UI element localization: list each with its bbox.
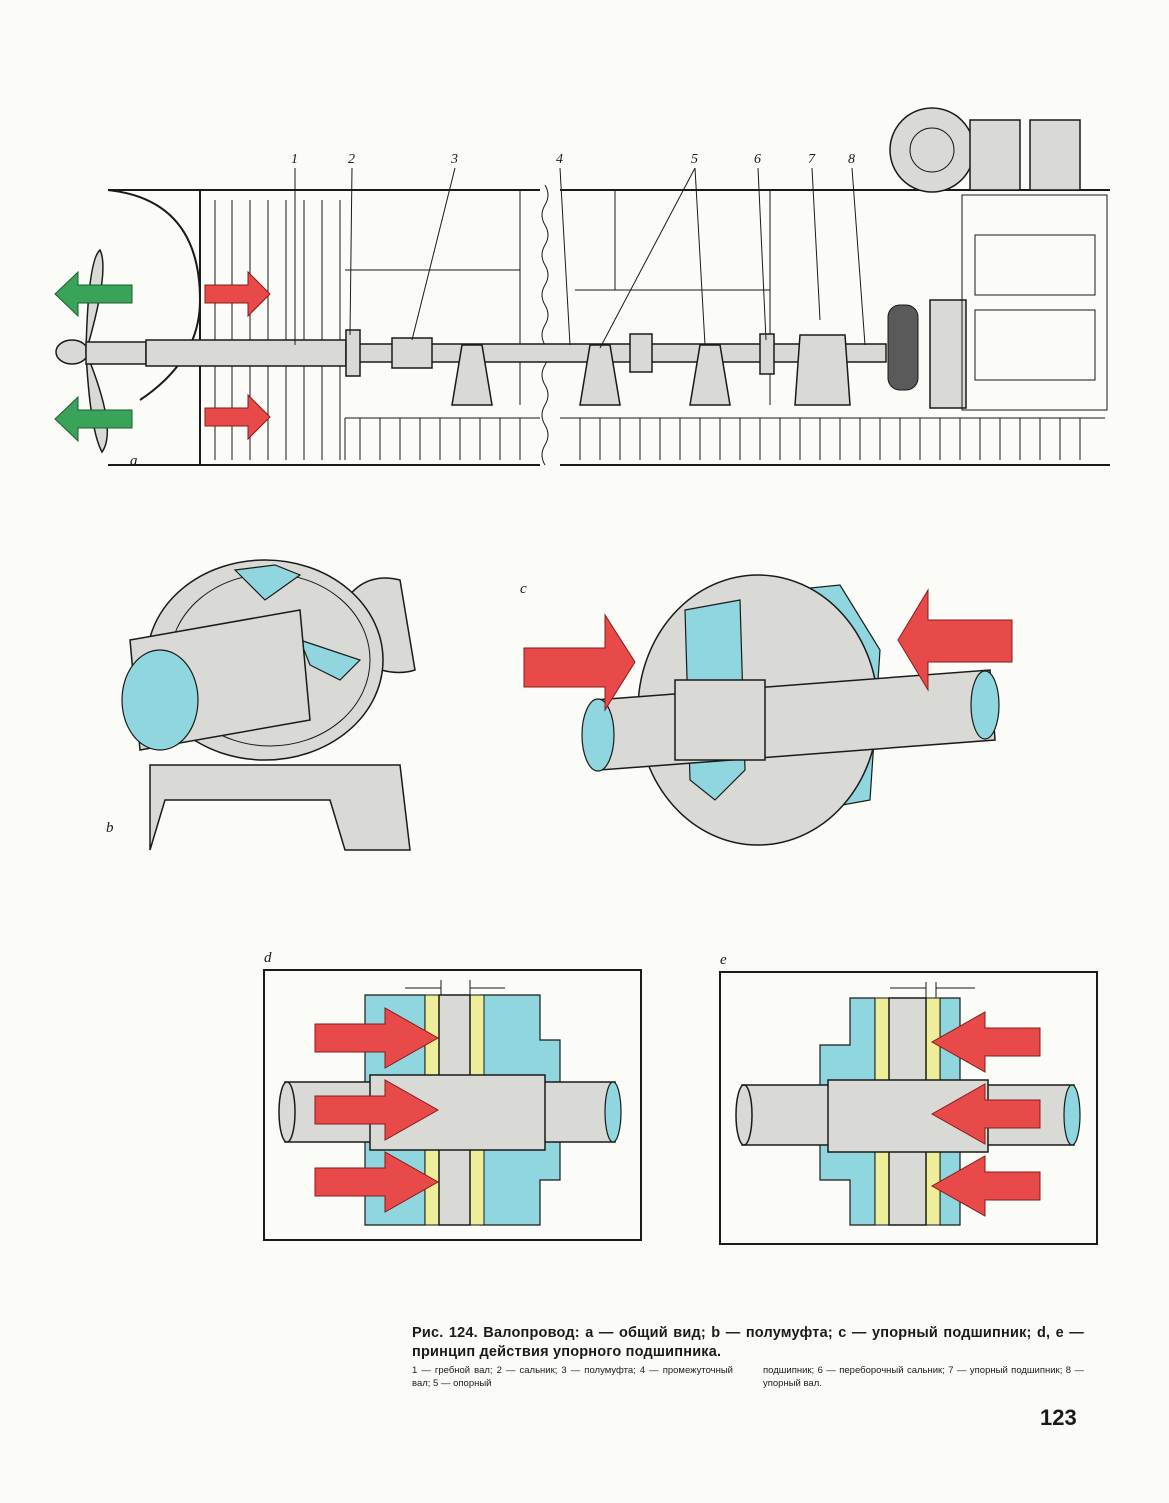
caption-notes-right: подшипник; 6 — переборочный сальник; 7 —… [763, 1365, 1084, 1389]
thrust-arrow-right [897, 588, 1013, 692]
panel-c-thrust-bearing: c [520, 574, 1013, 846]
callout-7: 7 [808, 152, 816, 167]
support-bearing [689, 344, 731, 406]
panel-label-e: e [720, 952, 727, 968]
bulkhead-gland [759, 333, 775, 375]
reverse-thrust-arrow [930, 1011, 1041, 1073]
callout-8: 8 [848, 152, 855, 167]
propeller-shaft [145, 339, 347, 367]
main-engine [889, 107, 1108, 411]
reverse-arrow [54, 395, 133, 443]
panel-label-a: a [130, 453, 138, 469]
panel-b-half-coupling: b [106, 559, 416, 851]
reverse-arrow [54, 270, 133, 318]
caption-notes-left: 1 — гребной вал; 2 — сальник; 3 — полуму… [412, 1365, 733, 1389]
callout-1: 1 [291, 152, 298, 167]
caption-notes: 1 — гребной вал; 2 — сальник; 3 — полуму… [412, 1364, 1084, 1390]
support-bearing [451, 344, 493, 406]
panel-e-principle: e [719, 952, 1098, 1245]
callout-6: 6 [754, 152, 761, 167]
thrust-arrow [314, 1079, 440, 1141]
callout-4: 4 [556, 152, 563, 167]
caption-main: Рис. 124. Валопровод: a — общий вид; b —… [412, 1325, 1084, 1360]
callout-3: 3 [450, 152, 458, 167]
panel-a-general-view: 1 2 3 4 5 6 7 8 a [54, 107, 1110, 469]
reverse-thrust-arrow [930, 1083, 1041, 1145]
panel-label-b: b [106, 820, 114, 836]
callout-5: 5 [691, 152, 698, 167]
callout-2: 2 [348, 152, 355, 167]
thrust-arrow [314, 1007, 440, 1069]
panel-label-c: c [520, 581, 527, 597]
page-number: 123 [1040, 1405, 1077, 1430]
thrust-arrow [204, 393, 271, 441]
thrust-arrow [314, 1151, 440, 1213]
thrust-bearing [794, 334, 851, 406]
panel-d-principle: d [263, 950, 642, 1241]
panel-label-d: d [264, 950, 272, 966]
support-bearing [579, 344, 621, 406]
figure-caption: Рис. 124. Валопровод: a — общий вид; b —… [412, 1324, 1084, 1390]
reverse-thrust-arrow [930, 1155, 1041, 1217]
thrust-arrow-left [523, 613, 636, 712]
thrust-arrow [204, 270, 271, 318]
half-coupling [391, 337, 433, 369]
